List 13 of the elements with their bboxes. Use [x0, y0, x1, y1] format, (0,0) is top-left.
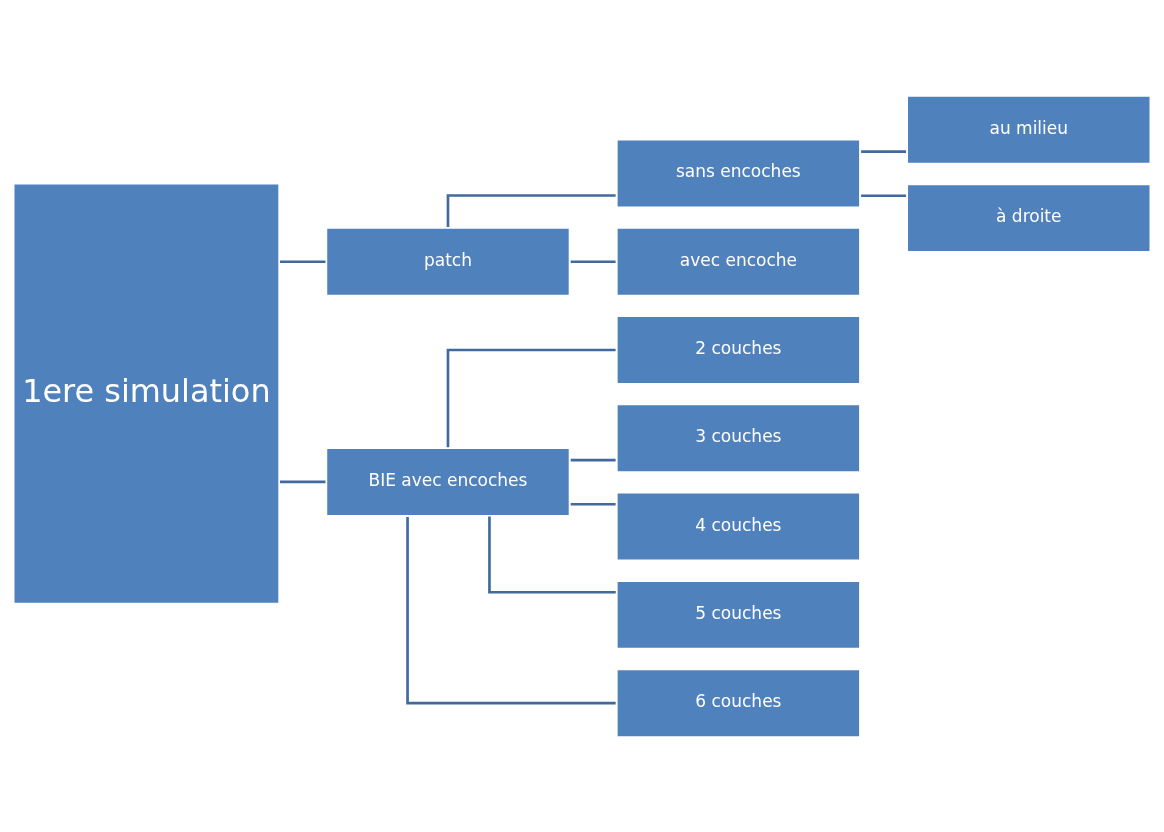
connector — [570, 458, 616, 461]
connector — [446, 348, 616, 447]
connector — [861, 149, 906, 153]
node-box: patch — [324, 225, 572, 298]
connector — [861, 193, 906, 197]
connector — [446, 193, 616, 227]
connector — [570, 502, 616, 506]
connector — [280, 259, 326, 263]
connector — [406, 516, 616, 704]
connector — [488, 516, 616, 594]
connector — [570, 259, 616, 263]
node-box: avec encoche — [614, 225, 863, 298]
connector — [280, 480, 326, 483]
